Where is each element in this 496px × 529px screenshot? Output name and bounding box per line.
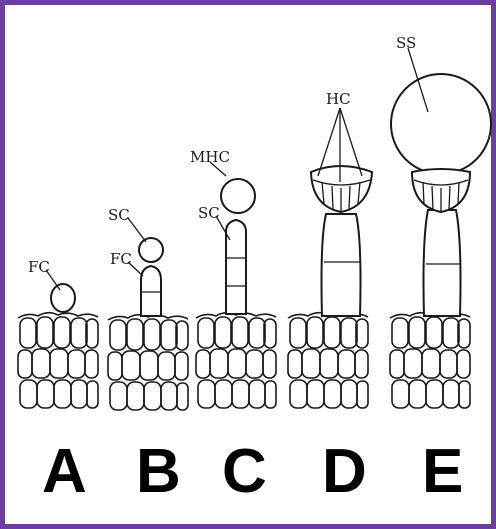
panel-letter-d: D xyxy=(322,437,367,506)
panel-letter-c: C xyxy=(222,437,267,506)
foot-cell-shape xyxy=(51,284,75,312)
stalk-cell-shape xyxy=(139,238,163,262)
mother-head-cell-shape xyxy=(221,179,255,213)
panel-c: MHC SC xyxy=(190,148,276,408)
panel-e: SS xyxy=(390,34,491,408)
panel-a: FC xyxy=(18,258,98,408)
label-fc: FC xyxy=(28,258,50,276)
label-ss: SS xyxy=(396,34,416,52)
subcuticular-space-shape xyxy=(391,74,491,174)
panel-b: SC FC xyxy=(108,206,188,410)
label-fc-b: FC xyxy=(110,250,132,268)
label-mhc: MHC xyxy=(190,148,230,166)
panel-letter-e: E xyxy=(422,437,463,506)
label-sc: SC xyxy=(108,206,130,224)
panel-letter-a: A xyxy=(42,437,87,506)
panel-d: HC xyxy=(288,90,372,408)
label-hc: HC xyxy=(326,90,351,108)
panel-letter-b: B xyxy=(136,437,181,506)
label-sc-c: SC xyxy=(198,204,220,222)
